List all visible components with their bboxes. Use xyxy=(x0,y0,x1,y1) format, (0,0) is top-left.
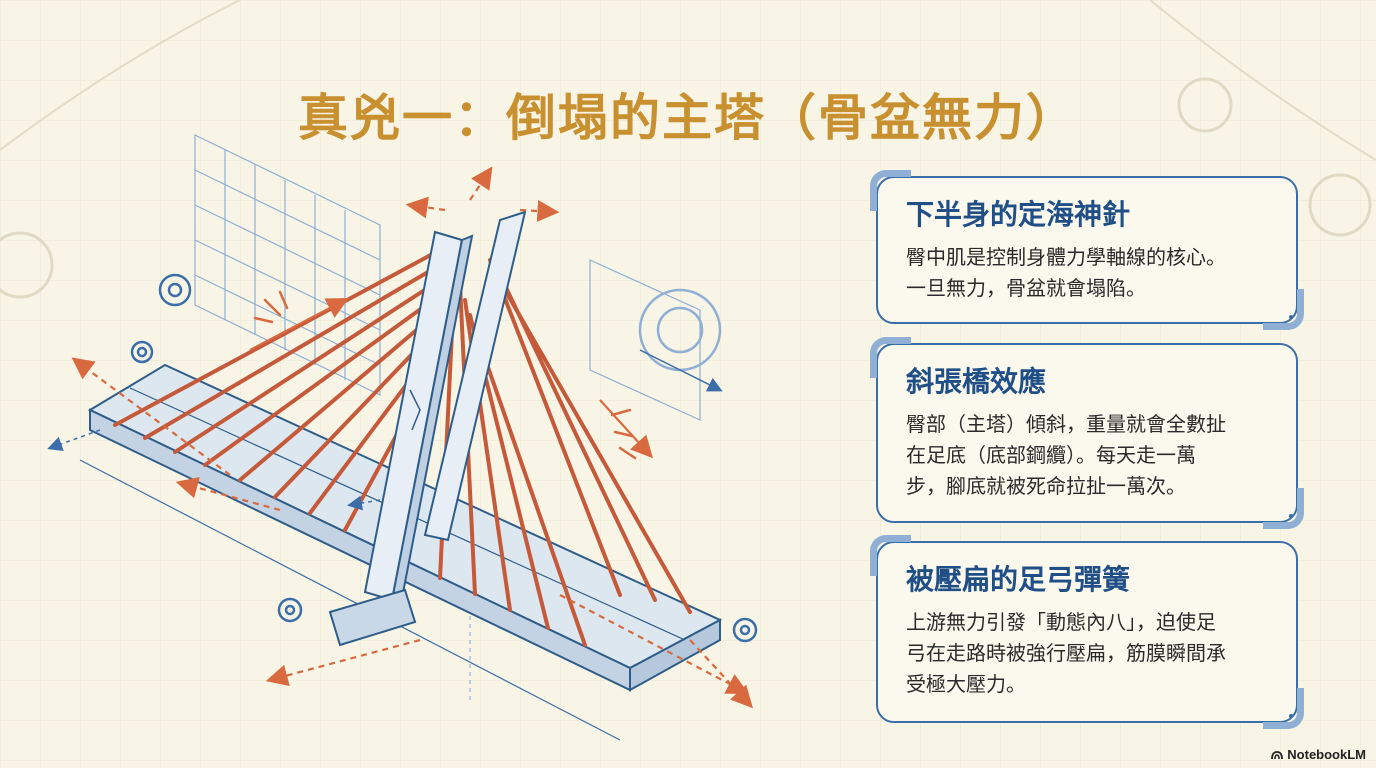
card-corner-decoration xyxy=(870,337,911,378)
card-title: 斜張橋效應 xyxy=(906,365,1047,398)
info-card-flattened-arch: 被壓扁的足弓彈簧 上游無力引發「動態內八」，迫使足 弓在走路時被強行壓扁，筋膜瞬… xyxy=(870,535,1304,729)
card-corner-decoration xyxy=(1263,289,1304,330)
card-title: 下半身的定海神針 xyxy=(906,198,1131,231)
card-corner-decoration xyxy=(870,535,911,576)
card-title: 被壓扁的足弓彈簧 xyxy=(906,563,1131,596)
notebooklm-logo-icon xyxy=(1271,750,1284,759)
info-card-cable-stayed-effect: 斜張橋效應 臀部（主塔）傾斜，重量就會全數扯 在足底（底部鋼纜）。每天走一萬 步… xyxy=(870,337,1304,529)
bridge-illustration xyxy=(47,134,758,741)
dimension-arrows xyxy=(47,349,723,511)
force-arrows xyxy=(71,166,753,709)
card-corner-decoration xyxy=(870,170,911,211)
bridge-tower xyxy=(328,210,527,647)
card-body: 臀中肌是控制身體力學軸線的核心。 一旦無力，骨盆就會塌陷。 xyxy=(906,244,1226,300)
card-body: 上游無力引發「動態內八」，迫使足 弓在走路時被強行壓扁，筋膜瞬間承 受極大壓力。 xyxy=(906,609,1226,696)
card-corner-decoration xyxy=(1263,688,1304,729)
blueprint-grid xyxy=(79,134,701,741)
page-title: 真兇一：倒塌的主塔（骨盆無力） xyxy=(298,89,1078,147)
stress-marks xyxy=(253,290,637,460)
card-body: 臀部（主塔）傾斜，重量就會全數扯 在足底（底部鋼纜）。每天走一萬 步，腳底就被死… xyxy=(906,411,1226,498)
info-card-pelvic-anchor: 下半身的定海神針 臀中肌是控制身體力學軸線的核心。 一旦無力，骨盆就會塌陷。 xyxy=(870,170,1304,330)
watermark-text: NotebookLM xyxy=(1287,747,1366,762)
card-corner-decoration xyxy=(1263,488,1304,529)
notebooklm-watermark: NotebookLM xyxy=(1271,747,1366,762)
